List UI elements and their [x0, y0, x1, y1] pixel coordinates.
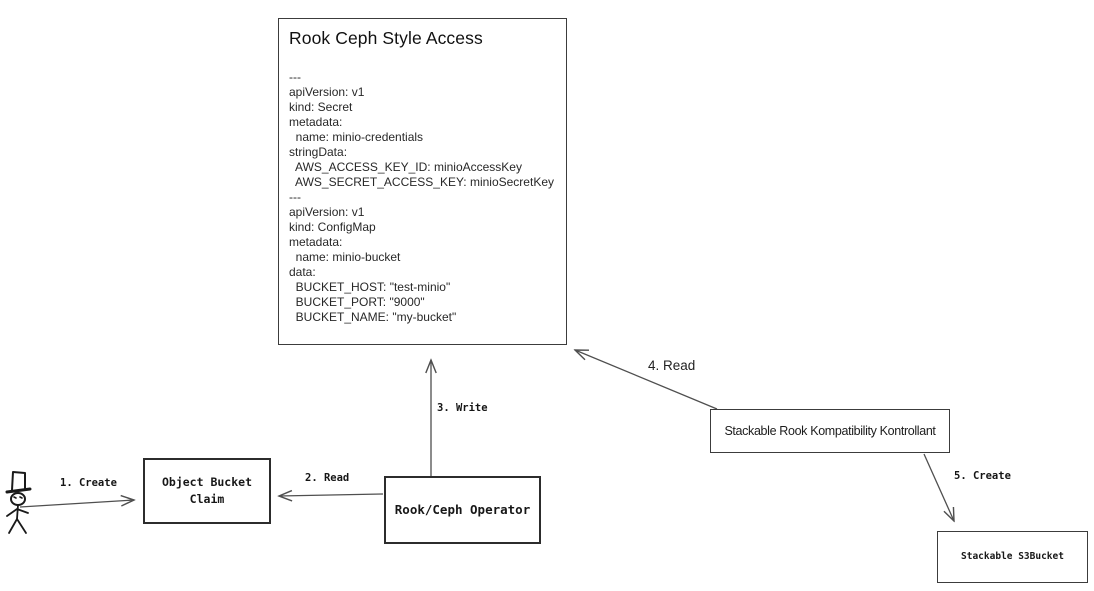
node-object-bucket-claim: Object Bucket Claim: [143, 458, 271, 524]
node-rook-ceph-operator: Rook/Ceph Operator: [384, 476, 541, 544]
user-actor-icon: [5, 471, 32, 534]
node-stackable-s3bucket-label: Stackable S3Bucket: [961, 551, 1064, 563]
arrow-4-read: [575, 350, 718, 410]
yaml-manifest-text: --- apiVersion: v1 kind: Secret metadata…: [289, 70, 554, 324]
main-box-title: Rook Ceph Style Access: [289, 28, 483, 48]
arrow-1-create-label: 1. Create: [60, 477, 117, 489]
arrow-4-read-label: 4. Read: [648, 358, 696, 373]
node-rook-ceph-operator-label: Rook/Ceph Operator: [394, 501, 531, 517]
arrow-5-create: [923, 453, 954, 521]
main-box-rook-ceph-style-access: Rook Ceph Style Access --- apiVersion: v…: [278, 18, 567, 345]
node-stackable-rook-kompatibility-kontrollant: Stackable Rook Kompatibility Kontrollant: [710, 409, 950, 453]
arrow-3-write-label: 3. Write: [437, 402, 488, 414]
node-object-bucket-claim-label: Object Bucket Claim: [161, 475, 252, 506]
arrow-1-create: [19, 500, 134, 508]
arrow-2-read: [279, 494, 384, 496]
node-stackable-s3bucket: Stackable S3Bucket: [937, 531, 1088, 583]
arrow-5-create-label: 5. Create: [954, 470, 1011, 482]
arrow-2-read-label: 2. Read: [305, 472, 350, 484]
node-stackable-controller-label: Stackable Rook Kompatibility Kontrollant: [724, 424, 936, 438]
